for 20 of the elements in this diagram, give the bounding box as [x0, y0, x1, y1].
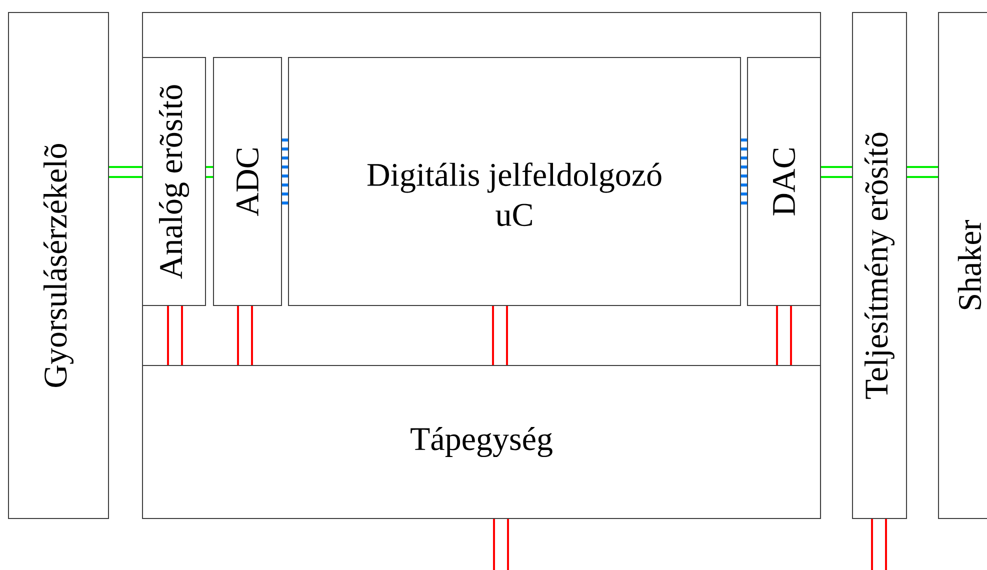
processor-box: Digitális jelfeldolgozó uC [288, 57, 741, 306]
converter-box: DAC [747, 57, 821, 306]
power-line [493, 519, 509, 570]
amplifier-box: Analóg erõsítõ [142, 57, 206, 306]
signal-line [206, 166, 213, 178]
signal-line [907, 166, 938, 178]
power-line [167, 306, 183, 365]
converter-box: ADC [213, 57, 282, 306]
power-line [237, 306, 253, 365]
power-supply-box: Tápegység [142, 365, 821, 519]
amplifier-box: Teljesítmény erõsítõ [852, 12, 908, 519]
power-line [492, 306, 508, 365]
power-line [871, 519, 887, 570]
signal-line [109, 166, 142, 178]
data-bus [740, 138, 748, 204]
data-bus [280, 138, 290, 204]
power-line [776, 306, 792, 365]
signal-line [821, 166, 852, 178]
shaker-box: Shaker [938, 12, 987, 519]
sensor-box: Gyorsulásérzékelõ [8, 12, 109, 519]
